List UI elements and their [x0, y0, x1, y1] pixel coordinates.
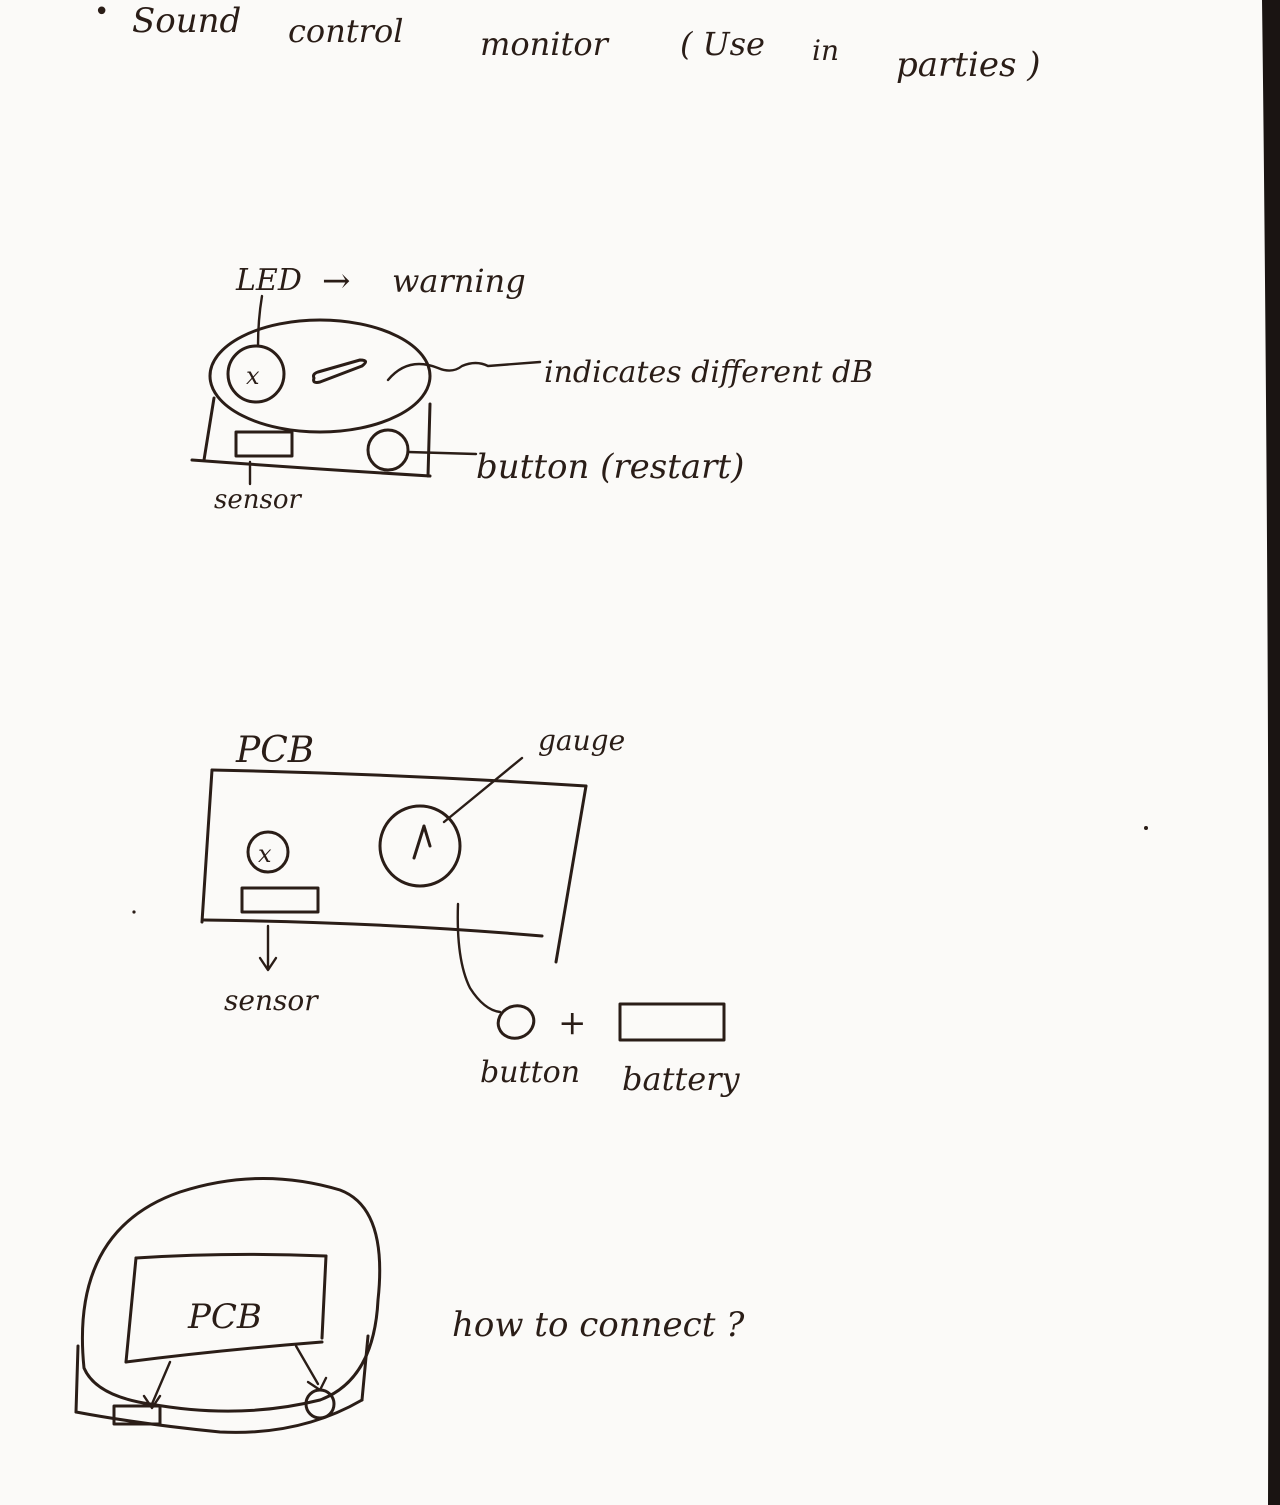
- indicator-label: indicates different dB: [544, 355, 873, 390]
- gauge-leader-line: [442, 756, 524, 824]
- inner-pcb-left: [124, 1256, 138, 1364]
- gauge-needle: [412, 824, 432, 860]
- warning-label: warning: [392, 262, 526, 300]
- title-word-sound: Sound: [132, 1, 241, 41]
- led-label: LED: [235, 263, 302, 298]
- button-wire: [456, 902, 502, 1014]
- button-leader-line: [406, 450, 478, 456]
- title-line: • Sound control monitor ( Use in parties…: [94, 0, 1040, 85]
- device-base-right-side: [426, 402, 432, 478]
- gauge-label: gauge: [538, 724, 625, 757]
- led-arrow: →: [322, 261, 351, 301]
- page-edge-shadow: [1262, 0, 1280, 1505]
- button-label: button (restart): [476, 447, 744, 487]
- title-word-control: control: [288, 12, 403, 50]
- external-button-circle: [496, 1004, 536, 1040]
- plus-sign: +: [558, 1003, 587, 1043]
- button-drop-wire: [294, 1344, 328, 1392]
- sensor-box: [234, 430, 294, 458]
- led-leader-line: [256, 294, 264, 348]
- device-dome-outline: [208, 318, 432, 434]
- connection-question: how to connect ?: [452, 1305, 745, 1345]
- led-mark: x: [246, 362, 260, 390]
- sketch-pcb-layout: PCB x gauge sensor + button battery: [200, 724, 741, 1098]
- inner-pcb-label: PCB: [187, 1297, 262, 1337]
- enclosure-sensor-box: [112, 1404, 162, 1426]
- pcb-sensor-box: [240, 886, 320, 914]
- external-button-label: button: [480, 1055, 580, 1090]
- device-base-left-side: [202, 396, 216, 462]
- restart-button-circle: [366, 428, 410, 472]
- battery-box: [618, 1002, 726, 1042]
- inner-pcb-bottom: [124, 1340, 324, 1364]
- pcb-sensor-arrow-line: [258, 924, 278, 972]
- title-bullet: •: [94, 0, 109, 27]
- sensor-drop-wire: [142, 1360, 172, 1410]
- enclosure-dome-outline: [80, 1176, 382, 1413]
- pcb-sensor-label: sensor: [224, 984, 319, 1017]
- pcb-led-circle: [246, 830, 290, 874]
- title-word-use: ( Use: [680, 25, 765, 63]
- enclosure-base-right: [360, 1334, 370, 1402]
- pcb-board-top: [210, 768, 588, 788]
- pcb-board-right: [554, 784, 588, 964]
- sensor-label: sensor: [214, 485, 302, 515]
- title-word-monitor: monitor: [480, 25, 610, 63]
- led-circle: [226, 344, 286, 404]
- title-word-parties: parties ): [896, 45, 1040, 85]
- indicator-leader-line: [386, 360, 542, 382]
- inner-pcb-right: [320, 1254, 328, 1340]
- level-indicator-slot: [312, 358, 367, 384]
- inner-pcb-top: [134, 1252, 328, 1260]
- battery-label: battery: [622, 1060, 741, 1098]
- enclosure-base-left: [74, 1344, 80, 1414]
- pcb-label: PCB: [235, 730, 314, 771]
- gauge-circle: [378, 804, 462, 888]
- pcb-board-left: [200, 768, 214, 924]
- sketch-enclosure-assembly: PCB how to connect ?: [74, 1176, 745, 1434]
- pcb-led-mark: x: [258, 840, 272, 868]
- ink-speck: [1144, 826, 1148, 830]
- device-base-bottom: [190, 458, 432, 478]
- ink-speck: [132, 910, 136, 914]
- sketch-device-side-view: LED → warning x indicates different dB s…: [190, 261, 873, 515]
- title-word-in: in: [812, 34, 839, 67]
- enclosure-button-circle: [304, 1388, 336, 1420]
- pcb-board-bottom: [202, 918, 544, 938]
